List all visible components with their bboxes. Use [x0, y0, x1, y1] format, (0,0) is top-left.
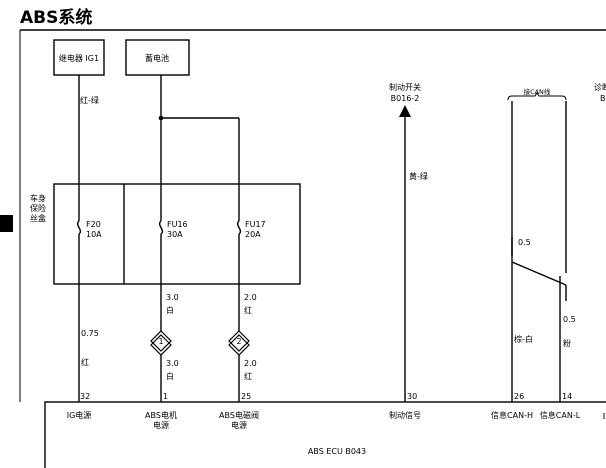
- fuse-fu17-id: FU17: [245, 220, 266, 229]
- can-l-wire-color: 粉: [563, 338, 571, 348]
- ecu-name: ABS ECU B043: [308, 447, 366, 456]
- pin-25: 25: [241, 392, 251, 401]
- can-twist-wire: [511, 261, 567, 286]
- can-h-wire-size: 0.5: [518, 238, 531, 247]
- battery-label: 蓄电池: [145, 53, 169, 63]
- relay-ig1-label: 继电器 IG1: [59, 53, 99, 63]
- fuse-fu17: [236, 184, 242, 284]
- fu17-wire-color-top: 红: [244, 305, 252, 315]
- fuse-f20-id: F20: [86, 220, 101, 229]
- ecu-can-l-label: 信息CAN-L: [540, 410, 581, 420]
- ecu-motor-label-1: ABS电机: [145, 410, 177, 420]
- can-h-wire-color: 棕-白: [514, 334, 533, 344]
- pin-26: 26: [514, 392, 524, 401]
- fu16-wire-size-top: 3.0: [166, 293, 179, 302]
- fu17-wire-color-bottom: 红: [244, 371, 252, 381]
- fuse-box: [53, 183, 301, 285]
- brake-switch-arrow: [399, 105, 411, 117]
- ecu-valve-label-2: 电源: [231, 420, 247, 430]
- fuse-box-label-3: 丝盒: [30, 213, 46, 223]
- diag-code-partial: B: [600, 94, 606, 103]
- brake-switch-code: B016-2: [391, 94, 420, 103]
- pin-14: 14: [562, 392, 572, 401]
- can-bus-label: 接CAN线: [524, 87, 551, 96]
- ecu-valve-label-1: ABS电磁阀: [219, 410, 259, 420]
- inline-connector-2-label: 2: [236, 337, 241, 346]
- abs-ecu-box: [44, 401, 606, 468]
- fuse-f20-amp: 10A: [86, 230, 102, 239]
- page-tab-marker: [0, 215, 13, 232]
- can-l-wire-size: 0.5: [563, 315, 576, 324]
- inline-connector-1-label: 1: [158, 337, 163, 346]
- fuse-fu17-amp: 20A: [245, 230, 261, 239]
- battery-box: [125, 39, 190, 76]
- fu17-wire-size-bottom: 2.0: [244, 359, 257, 368]
- fuse-f20: [76, 184, 82, 284]
- fuse-box-label-2: 保险: [30, 203, 46, 213]
- ecu-brake-signal-label: 制动信号: [389, 410, 421, 420]
- f20-wire-size: 0.75: [81, 329, 99, 338]
- relay-wire-color: 红-绿: [80, 95, 99, 105]
- brake-switch-name: 制动开关: [389, 82, 421, 92]
- pin-30: 30: [407, 392, 417, 401]
- ecu-ig-power-label: IG电源: [67, 410, 92, 420]
- ecu-can-h-label: 信息CAN-H: [491, 410, 533, 420]
- fuse-fu16-id: FU16: [167, 220, 188, 229]
- f20-wire-color: 红: [81, 357, 89, 367]
- fu16-wire-color-top: 白: [166, 305, 174, 315]
- can-bus-brace: [507, 92, 567, 101]
- diag-label-partial: 诊断: [594, 82, 606, 92]
- fuse-fu16: [158, 184, 164, 284]
- inline-connector-2: [228, 330, 250, 356]
- ecu-motor-label-2: 电源: [153, 420, 169, 430]
- pin-1: 1: [163, 392, 168, 401]
- fu16-wire-size-bottom: 3.0: [166, 359, 179, 368]
- pin-32: 32: [80, 392, 90, 401]
- fuse-box-label-1: 车身: [30, 193, 46, 203]
- page-title: ABS系统: [20, 7, 92, 28]
- fu16-wire-color-bottom: 白: [166, 371, 174, 381]
- fuse-fu16-amp: 30A: [167, 230, 183, 239]
- inline-connector-1: [150, 330, 172, 356]
- brake-wire-color: 黄-绿: [409, 171, 428, 181]
- fu17-wire-size-top: 2.0: [244, 293, 257, 302]
